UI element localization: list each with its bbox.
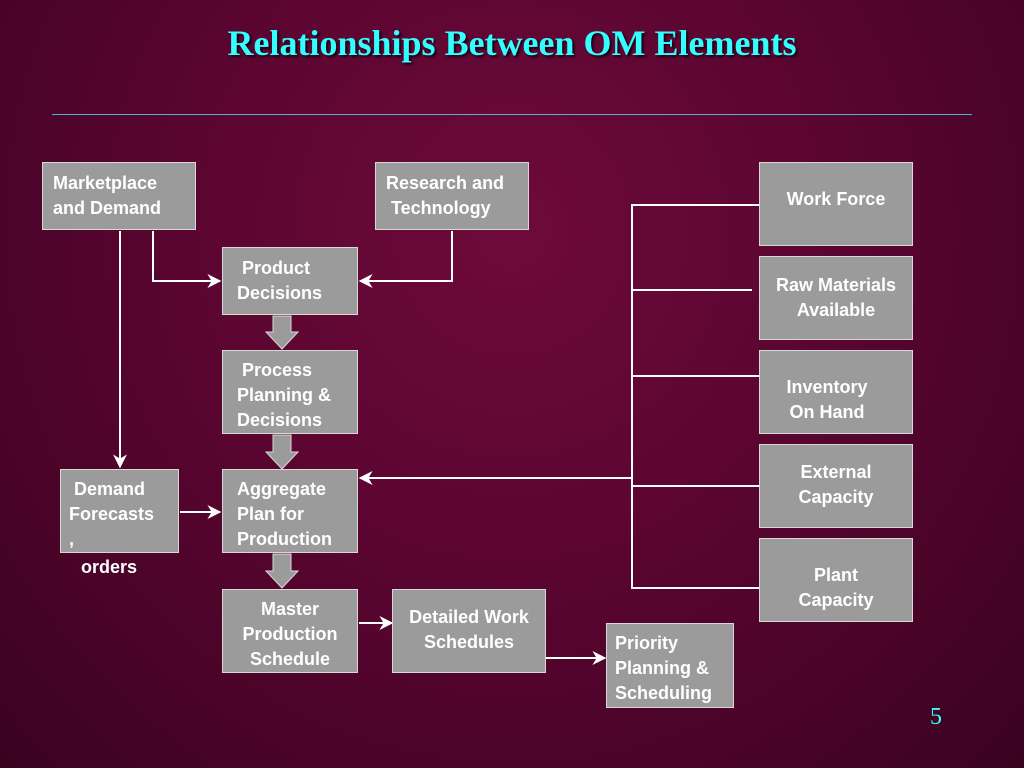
box-detailed-work-schedules: Detailed Work Schedules <box>392 589 546 673</box>
down-arrow-process-aggregate <box>264 434 300 470</box>
box-demand-forecasts: Demand Forecasts , <box>60 469 179 553</box>
box-research-technology: Research and Technology <box>375 162 529 230</box>
resource-bracket <box>631 204 760 589</box>
box-plant-capacity: Plant Capacity <box>759 538 913 622</box>
slide-title: Relationships Between OM Elements <box>227 23 797 63</box>
box-aggregate-plan: Aggregate Plan for Production <box>222 469 358 553</box>
down-arrow-aggregate-master <box>264 553 300 589</box>
box-process-planning: Process Planning & Decisions <box>222 350 358 434</box>
box-inventory-on-hand: Inventory On Hand <box>759 350 913 434</box>
box-product-decisions: Product Decisions <box>222 247 358 315</box>
down-arrow-product-process <box>264 315 300 350</box>
page-number: 5 <box>930 704 942 730</box>
title-divider <box>52 114 972 115</box>
box-raw-materials: Raw Materials Available <box>759 256 913 340</box>
box-work-force: Work Force <box>759 162 913 246</box>
box-external-capacity: External Capacity <box>759 444 913 528</box>
box-priority-planning: Priority Planning & Scheduling <box>606 623 734 708</box>
connector-research-product <box>358 231 453 288</box>
box-marketplace-demand: Marketplace and Demand <box>42 162 196 230</box>
box-master-production-schedule: Master Production Schedule <box>222 589 358 673</box>
connector-marketplace-product <box>152 231 222 288</box>
label-orders: orders <box>81 557 138 577</box>
